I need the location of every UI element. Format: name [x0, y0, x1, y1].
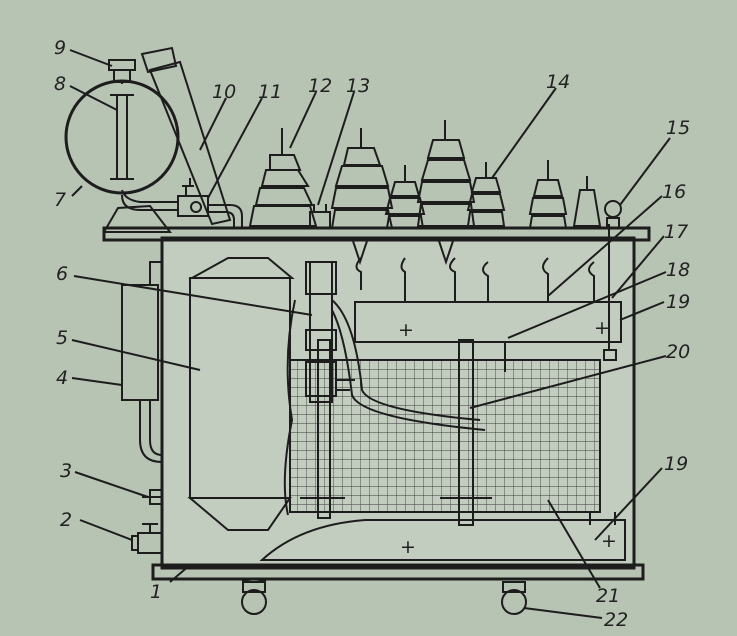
label-4: 4 [56, 367, 68, 389]
oil-level-indicator [116, 94, 128, 180]
oil-conservator [64, 59, 180, 233]
label-15: 15 [666, 117, 690, 139]
label-12: 12 [308, 75, 332, 97]
label-17: 17 [664, 221, 688, 243]
wheel-left [241, 589, 267, 615]
label-3: 3 [60, 460, 72, 482]
lv-bushing-3 [528, 160, 568, 229]
label-18: 18 [666, 259, 690, 281]
label-7: 7 [54, 189, 66, 211]
plus-mark-lower-left: + [400, 536, 416, 558]
label-1: 1 [150, 581, 162, 603]
label-11: 11 [258, 81, 282, 103]
hv-bushing-2 [330, 128, 394, 266]
wheel-right [501, 589, 527, 615]
thermometer-pocket [309, 204, 331, 229]
lifting-stud [603, 224, 617, 361]
oil-level-gauge [121, 261, 163, 463]
lv-bushing-4 [572, 176, 602, 227]
label-6: 6 [56, 263, 68, 285]
plus-mark-lower-right: + [601, 530, 617, 552]
label-19-lower: 19 [664, 453, 688, 475]
bushings [248, 120, 602, 266]
label-9: 9 [54, 37, 66, 59]
label-19-upper: 19 [666, 291, 690, 313]
label-5: 5 [56, 327, 68, 349]
hv-bushing-1 [248, 128, 318, 227]
label-21: 21 [596, 585, 620, 607]
leader-lines [69, 49, 671, 619]
label-13: 13 [346, 75, 370, 97]
label-2: 2 [60, 509, 72, 531]
label-16: 16 [662, 181, 686, 203]
wheels [241, 579, 527, 615]
bushing-leads [355, 257, 595, 372]
tap-changer [305, 261, 486, 431]
drain-valve [131, 489, 163, 554]
tank-base [151, 563, 645, 581]
terminal-marks: + + + + [398, 317, 617, 558]
hv-bushing-3 [416, 120, 476, 266]
lifting-eye [604, 200, 622, 229]
plus-mark-upper-right: + [594, 317, 610, 339]
core-windings [259, 299, 626, 561]
plus-mark-upper-left: + [398, 319, 414, 341]
label-14: 14 [546, 71, 570, 93]
callout-labels: 1 2 3 4 5 6 7 8 9 10 11 12 13 14 15 16 1… [54, 37, 690, 631]
label-20: 20 [666, 341, 690, 363]
lower-yoke-beam [259, 519, 626, 561]
label-22: 22 [604, 609, 628, 631]
gas-relay [121, 178, 243, 228]
label-8: 8 [54, 73, 66, 95]
exhaust-pipe [140, 46, 232, 226]
label-10: 10 [212, 81, 236, 103]
lv-bushing-2 [466, 162, 506, 227]
